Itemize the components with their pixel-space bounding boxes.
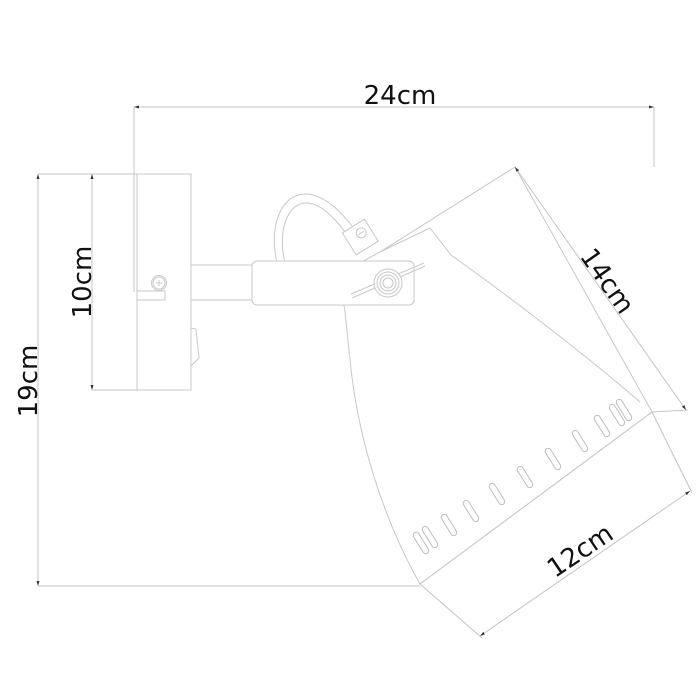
cable-loop: [273, 193, 379, 264]
pivot-bracket: [251, 260, 426, 306]
switch-icon: [190, 327, 200, 367]
dimension-total-width: 24cm: [133, 81, 655, 292]
wing-nut-icon: [373, 268, 403, 298]
dimension-label-10cm: 10cm: [68, 246, 98, 319]
vent-slots: [412, 398, 633, 555]
wall-plate: [136, 173, 200, 391]
lamp-arm: [190, 264, 254, 301]
dimension-label-12cm: 12cm: [542, 519, 619, 585]
screw-icon: [151, 275, 167, 291]
dimension-label-24cm: 24cm: [364, 81, 437, 111]
dimension-total-height: 19cm: [14, 173, 420, 587]
dimension-label-19cm: 19cm: [14, 345, 44, 418]
